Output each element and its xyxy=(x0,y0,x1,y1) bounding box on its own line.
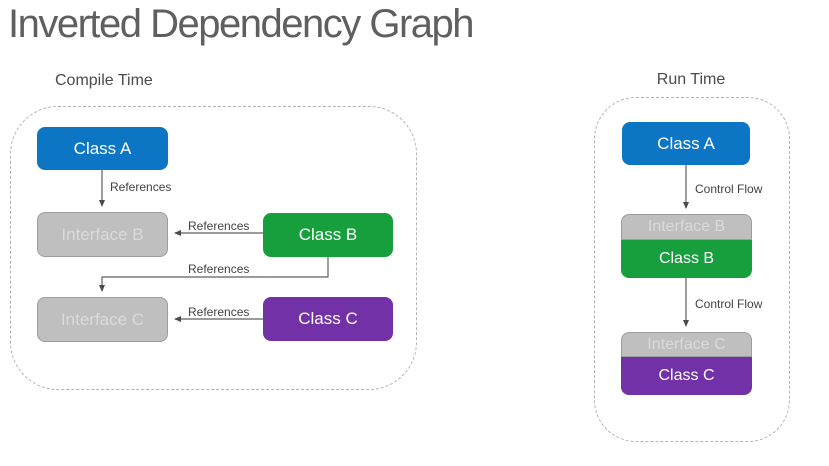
node-compile-class-c: Class C xyxy=(263,297,393,341)
node-run-class-a: Class A xyxy=(622,122,750,165)
node-compile-class-a: Class A xyxy=(37,127,168,170)
node-compile-interface-b: Interface B xyxy=(37,212,168,257)
node-compile-class-b: Class B xyxy=(263,213,393,257)
node-run-class-c: Class C xyxy=(621,357,752,395)
node-run-interface-c: Interface C xyxy=(621,332,752,357)
node-run-class-b: Class B xyxy=(621,240,752,278)
page-title: Inverted Dependency Graph xyxy=(8,2,475,46)
edge-label-run-classb-interfacec: Control Flow xyxy=(695,297,763,311)
edge-label-compile-classb-interfacec: References xyxy=(188,262,250,276)
compile-panel-border xyxy=(10,106,417,390)
edge-label-compile-classb-interfaceb: References xyxy=(188,219,250,233)
node-compile-interface-c: Interface C xyxy=(37,297,168,342)
edge-label-compile-classc-interfacec: References xyxy=(188,305,250,319)
compile-panel-label: Compile Time xyxy=(55,72,153,89)
edge-label-compile-classa-interfaceb: References xyxy=(110,180,172,194)
run-panel-label: Run Time xyxy=(656,71,726,88)
run-panel-border xyxy=(594,97,790,442)
edge-label-run-classa-interfaceb: Control Flow xyxy=(695,182,763,196)
node-run-interface-b: Interface B xyxy=(621,214,752,240)
